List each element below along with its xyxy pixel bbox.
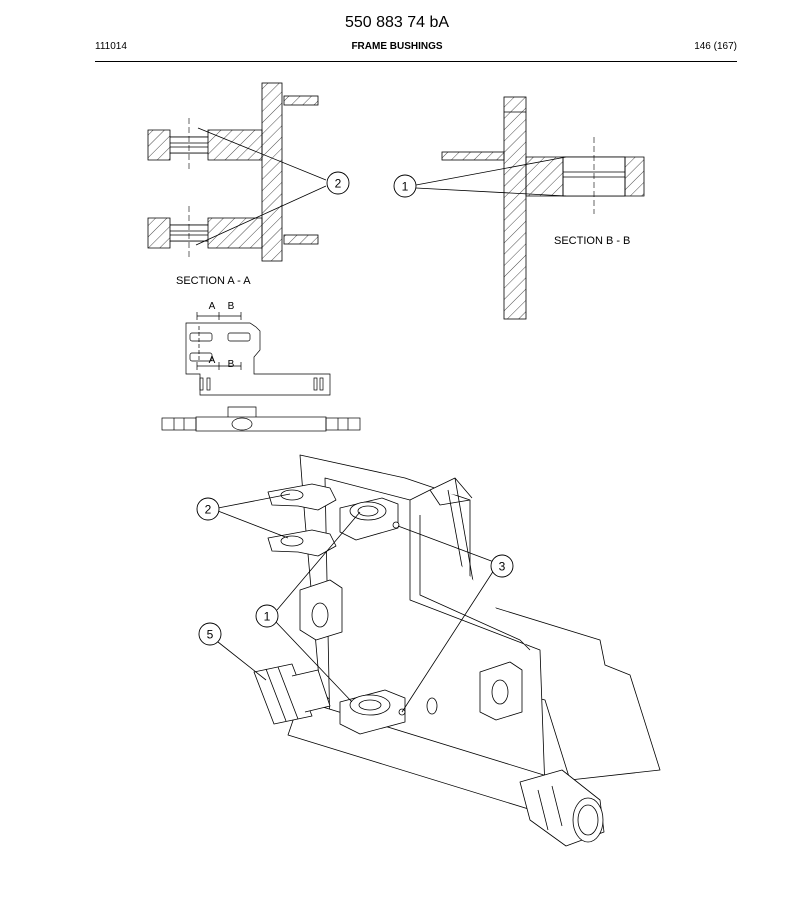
page-title: FRAME BUSHINGS [351, 41, 443, 52]
overview-label-a-top: A [209, 301, 216, 312]
overview-label-b-bottom: B [228, 359, 235, 370]
main-leader-lines [217, 493, 495, 713]
date-code: 111014 [95, 41, 127, 52]
callout-circle [393, 174, 417, 198]
page-number: 146 (167) [694, 41, 737, 52]
section-b-drawing [415, 96, 645, 320]
section-a-drawing [147, 82, 327, 262]
header-rule [95, 61, 737, 62]
frame-isometric-drawing [253, 454, 661, 847]
callout-circle [255, 604, 279, 628]
main-callout-5: 5 [207, 628, 214, 642]
section-b-label: SECTION B - B [554, 235, 630, 247]
main-callout-2: 2 [205, 503, 212, 517]
main-callout-1: 1 [264, 610, 271, 624]
callout-circle [198, 622, 222, 646]
overview-label-b-top: B [228, 301, 235, 312]
document-number: 550 883 74 bA [344, 14, 450, 31]
callout-circle [490, 554, 514, 578]
main-callout-3: 3 [499, 560, 506, 574]
overview-label-a-bottom: A [209, 355, 216, 366]
callout-circle [196, 497, 220, 521]
overview-drawing [161, 312, 361, 432]
section-a-callout: 2 [335, 177, 342, 191]
section-a-label: SECTION A - A [176, 275, 251, 287]
section-b-callout: 1 [402, 180, 409, 194]
callout-circle [326, 171, 350, 195]
